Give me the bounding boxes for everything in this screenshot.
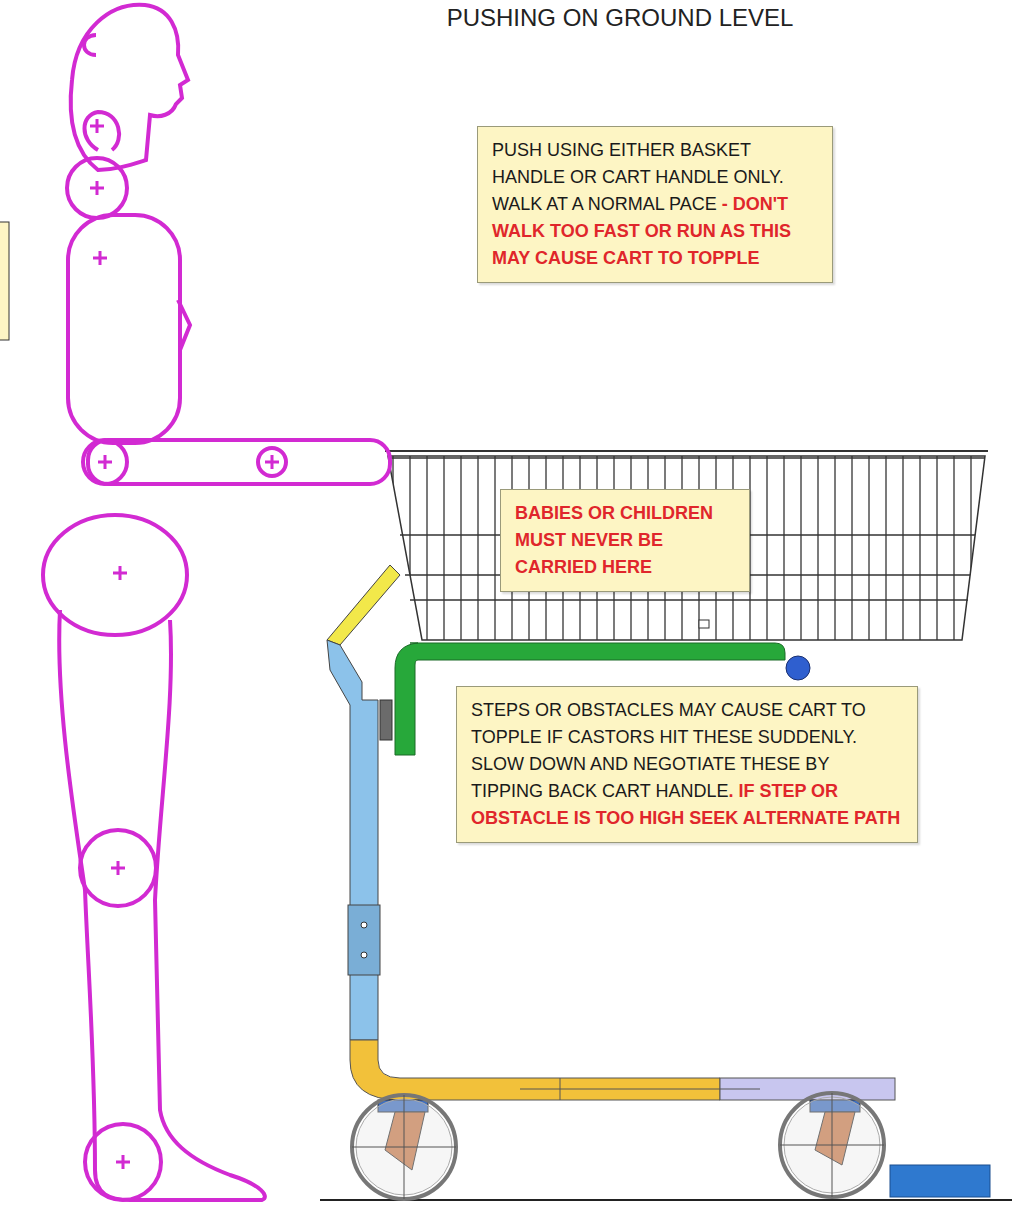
warning-note: BABIES OR CHILDREN MUST NEVER BE CARRIED… bbox=[500, 489, 750, 592]
warning-text: BABIES OR CHILDREN MUST NEVER BE CARRIED… bbox=[515, 503, 713, 577]
human-figure bbox=[43, 5, 390, 1200]
joint-marks bbox=[90, 119, 279, 1169]
rear-castor bbox=[352, 1095, 456, 1199]
warning-note: PUSH USING EITHER BASKET HANDLE OR CART … bbox=[477, 126, 833, 283]
page-title: PUSHING ON GROUND LEVEL bbox=[260, 4, 980, 32]
basket bbox=[380, 450, 990, 645]
cart-handle-tube bbox=[327, 640, 378, 1040]
cart-frame bbox=[350, 1040, 720, 1100]
obstacle-block bbox=[890, 1165, 990, 1197]
warning-note: STEPS OR OBSTACLES MAY CAUSE CART TO TOP… bbox=[456, 686, 918, 843]
front-castor bbox=[780, 1093, 884, 1197]
ground-line bbox=[320, 1199, 1012, 1201]
basket-handle bbox=[327, 565, 400, 645]
cut-off-box bbox=[0, 222, 9, 340]
castor-pivot bbox=[786, 656, 810, 680]
